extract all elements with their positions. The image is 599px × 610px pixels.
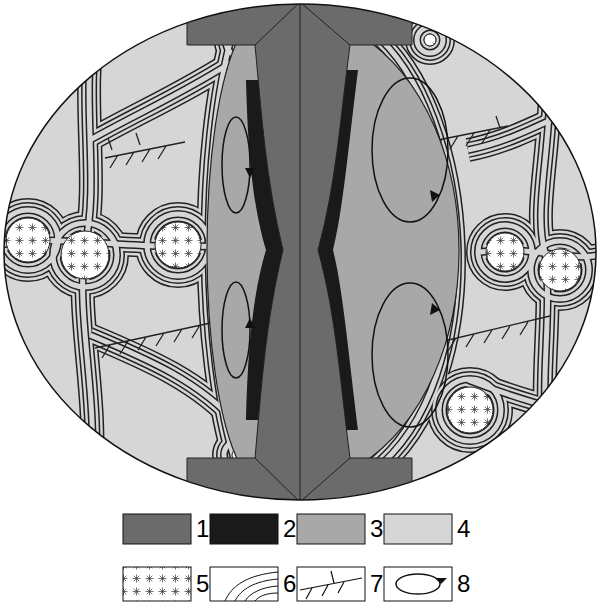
arrow-heads xyxy=(245,168,440,328)
legend-sample-faults xyxy=(297,567,365,601)
legend-arrow-loop xyxy=(396,574,440,594)
legend-number: 4 xyxy=(457,517,470,541)
legend-swatch xyxy=(297,514,365,544)
legend-swatch xyxy=(123,514,191,544)
legend-swatch xyxy=(210,514,278,544)
band-lines xyxy=(255,0,350,505)
legend-number: 2 xyxy=(283,517,296,541)
legend-sample-cells xyxy=(123,567,191,601)
legend-number: 7 xyxy=(370,572,383,596)
legend-sample-arrow xyxy=(384,567,452,601)
legend-swatch xyxy=(384,514,452,544)
globe-outline xyxy=(4,4,596,500)
legend-number: 6 xyxy=(283,572,296,596)
legend-number: 3 xyxy=(370,517,383,541)
central-band xyxy=(187,0,412,510)
circulation-arrows xyxy=(222,78,448,427)
legend-number: 1 xyxy=(196,517,209,541)
legend-belt-lines xyxy=(225,572,278,601)
legend-number: 5 xyxy=(196,572,209,596)
legend-fault-lines xyxy=(300,571,362,599)
legend-samples xyxy=(123,567,452,601)
legend-arrow-head xyxy=(435,578,447,584)
legend-number: 8 xyxy=(457,572,470,596)
globe-interior xyxy=(0,0,599,510)
legend-sample-belts xyxy=(210,567,278,601)
